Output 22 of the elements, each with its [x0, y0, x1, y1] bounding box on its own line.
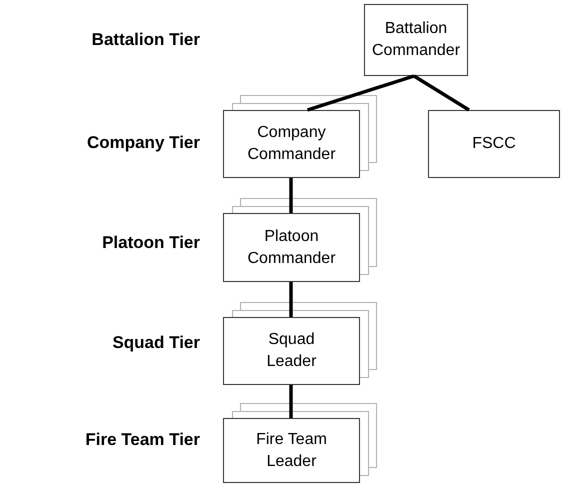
org-box: [223, 317, 360, 385]
tier-label: Platoon Tier: [102, 234, 200, 251]
box-text: Squad Leader: [266, 330, 318, 372]
org-box: [223, 110, 360, 178]
connector-line: [306, 74, 415, 112]
tier-label: Battalion Tier: [92, 31, 200, 48]
connector-line: [289, 282, 293, 317]
connector-line: [289, 178, 293, 213]
box-text: Platoon Commander: [246, 226, 336, 268]
org-box: [364, 4, 468, 76]
box-text: Fire Team Leader: [255, 430, 328, 472]
connector-line: [413, 74, 470, 112]
org-box: [223, 213, 360, 282]
connector-line: [289, 385, 293, 418]
tier-label: Company Tier: [86, 134, 200, 151]
org-box: [428, 110, 560, 178]
org-box: [223, 418, 360, 483]
tier-label: Fire Team Tier: [85, 431, 200, 448]
box-text: Battalion Commander: [371, 19, 461, 61]
box-text: FSCC: [472, 134, 516, 154]
tier-label: Squad Tier: [112, 334, 200, 351]
box-text: Company Commander: [246, 123, 336, 165]
